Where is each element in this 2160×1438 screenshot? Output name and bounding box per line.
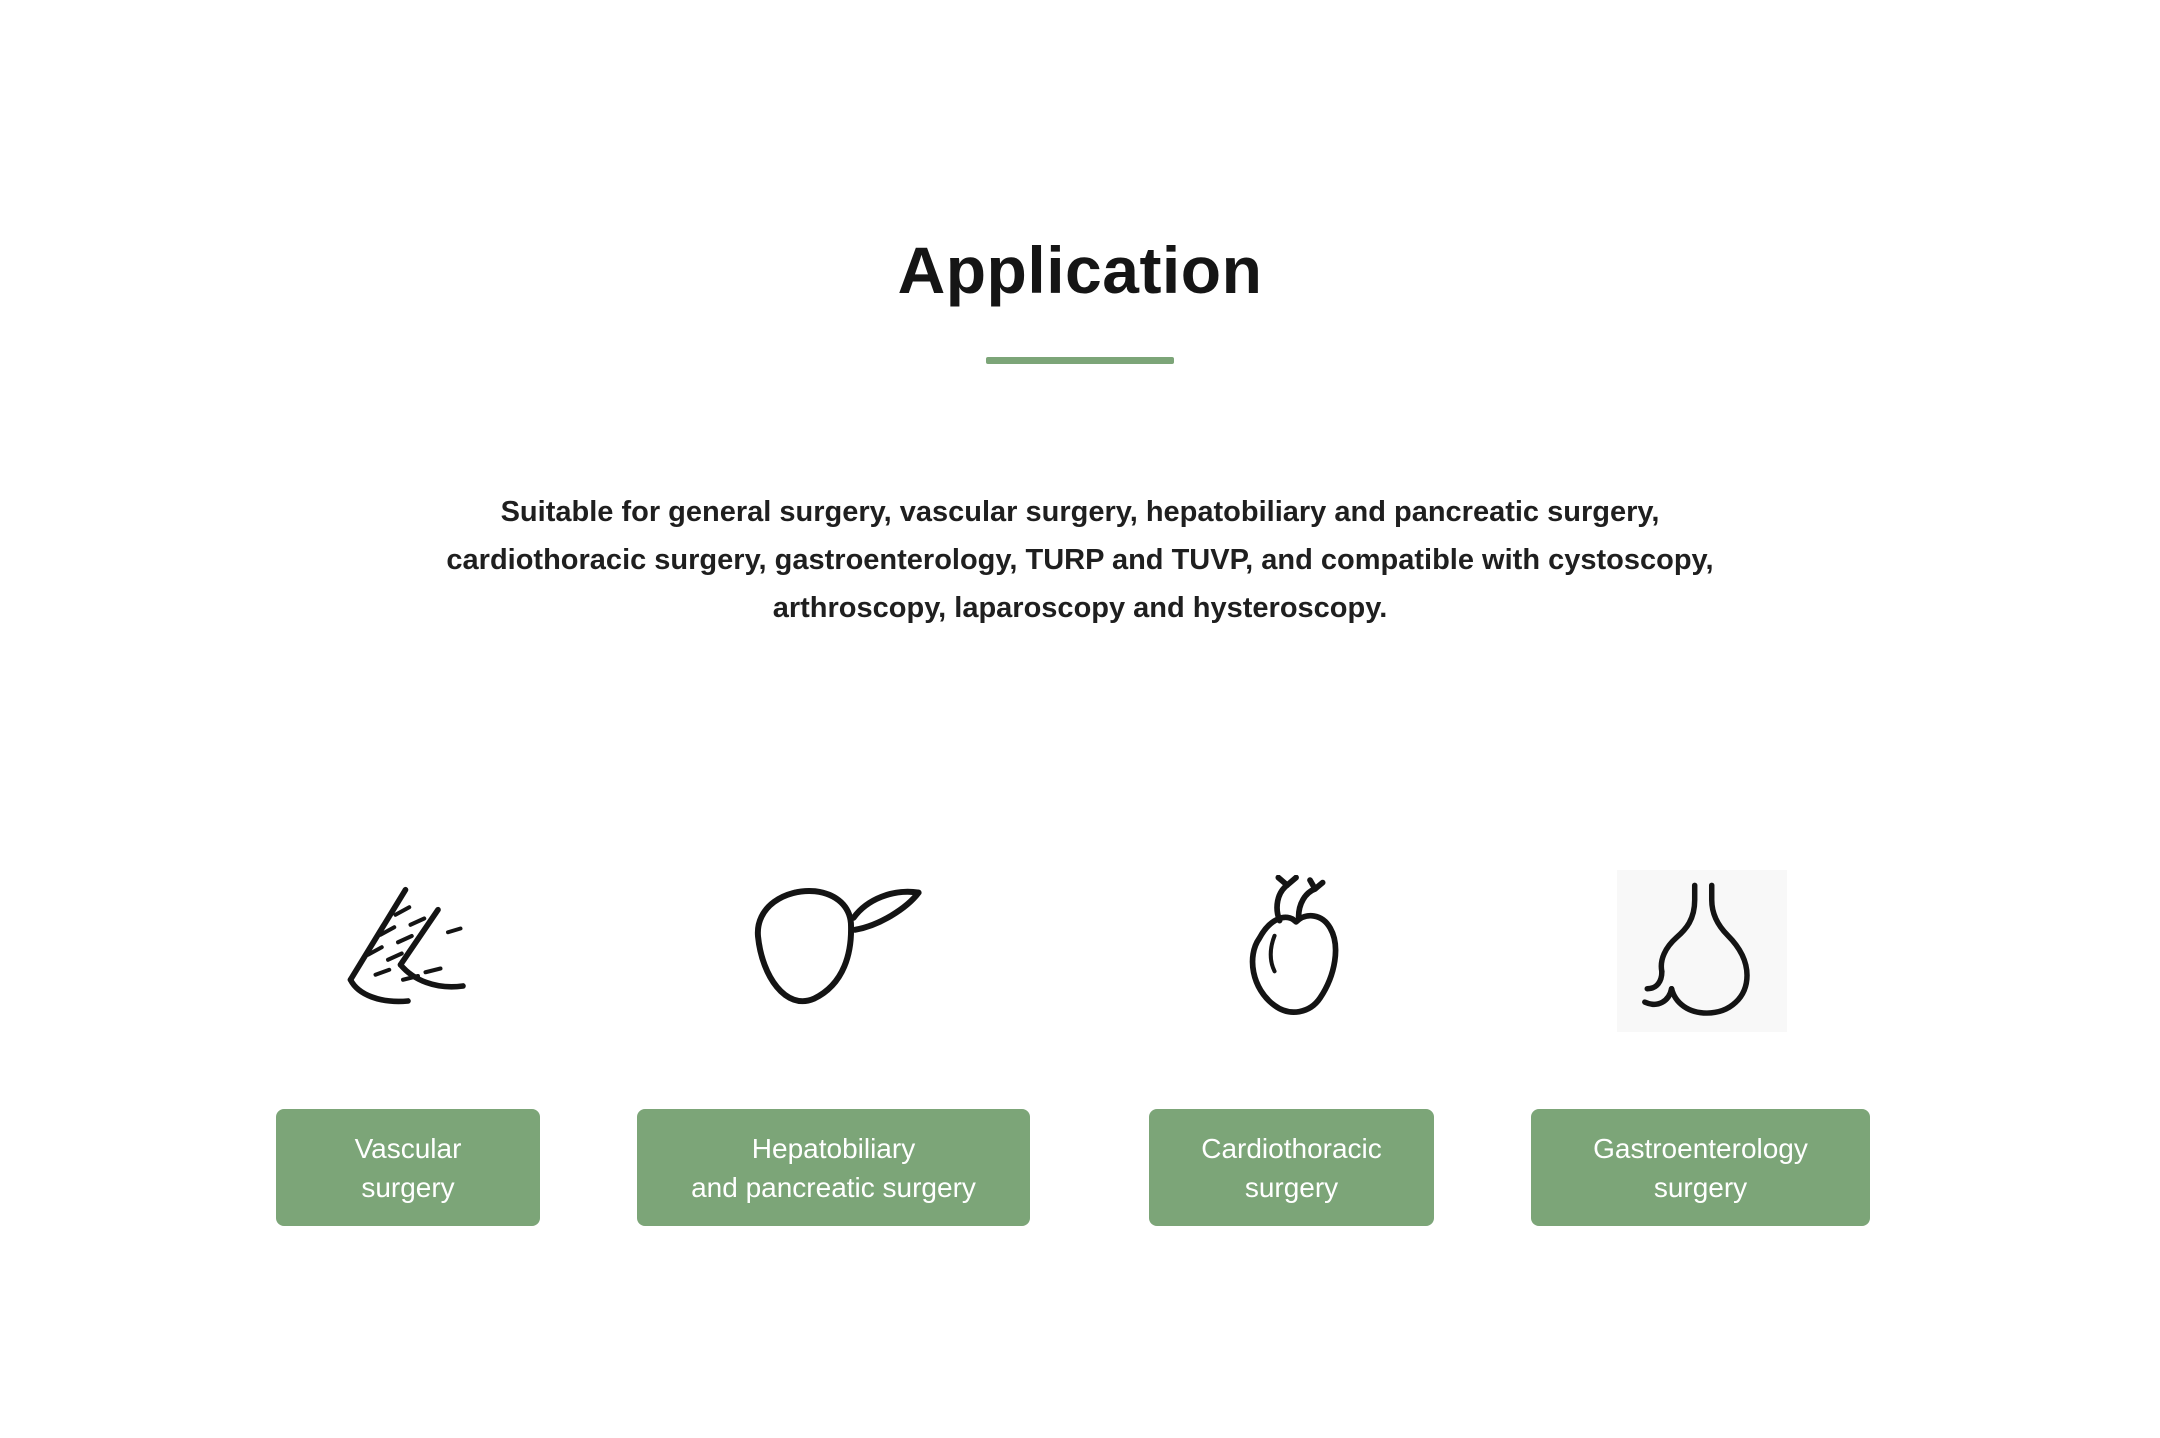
page-title: Application (897, 233, 1263, 307)
hepatobiliary-pancreatic-surgery-button[interactable]: Hepatobiliary and pancreatic surgery (637, 1109, 1030, 1226)
vascular-surgery-button[interactable]: Vascular surgery (276, 1109, 540, 1226)
vascular-vessel-icon (323, 870, 493, 1032)
cardiothoracic-surgery-button[interactable]: Cardiothoracic surgery (1149, 1109, 1434, 1226)
title-divider (986, 357, 1174, 364)
gastroenterology-surgery-button[interactable]: Gastroenterology surgery (1531, 1109, 1870, 1226)
button-label-line: Gastroenterology (1593, 1132, 1808, 1164)
button-label-line: Vascular (354, 1132, 462, 1164)
button-label-line: surgery (1653, 1171, 1748, 1203)
heart-icon (1206, 870, 1376, 1032)
liver-icon (740, 870, 930, 1032)
stomach-icon (1617, 870, 1787, 1032)
application-description: Suitable for general surgery, vascular s… (446, 496, 1714, 624)
button-label-line: Cardiothoracic (1201, 1132, 1382, 1164)
button-label-line: surgery (361, 1171, 455, 1203)
button-label-line: surgery (1244, 1171, 1339, 1203)
button-label-line: and pancreatic surgery (691, 1171, 976, 1203)
button-label-line: Hepatobiliary (751, 1132, 916, 1164)
